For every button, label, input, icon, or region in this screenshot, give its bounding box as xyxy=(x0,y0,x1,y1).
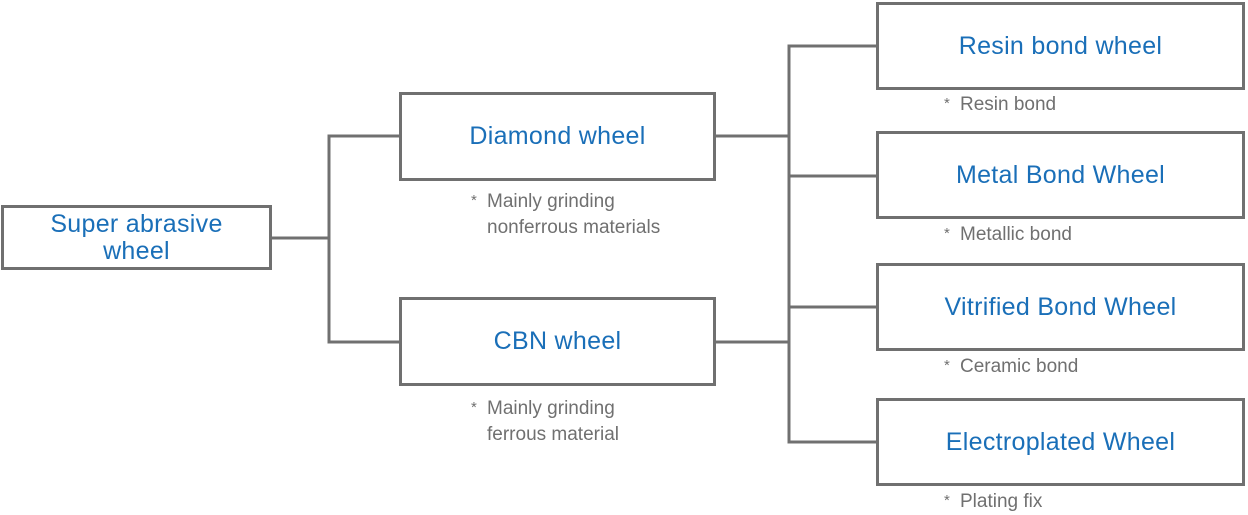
node-metal-bond-wheel: Metal Bond Wheel xyxy=(876,131,1245,219)
note-line2: nonferrous materials xyxy=(487,217,661,238)
note-line2: ferrous material xyxy=(487,424,619,445)
note-text: Resin bond xyxy=(960,94,1057,115)
node-label: Electroplated Wheel xyxy=(945,427,1176,456)
node-cbn-wheel: CBN wheel xyxy=(399,297,716,386)
note-text: Metallic bond xyxy=(960,224,1072,245)
note-metal-bond-wheel: * Metallic bond xyxy=(944,221,1072,248)
node-label: Vitrified Bond Wheel xyxy=(944,292,1177,321)
node-label-line2: wheel xyxy=(103,236,170,265)
note-cbn-wheel: * Mainly grinding ferrous material xyxy=(471,395,619,448)
node-label-line1: Super abrasive xyxy=(50,209,223,238)
note-marker: * xyxy=(471,192,477,209)
node-vitrified-bond-wheel: Vitrified Bond Wheel xyxy=(876,263,1245,351)
note-line1: Mainly grinding xyxy=(487,398,615,419)
node-label: Metal Bond Wheel xyxy=(955,160,1166,189)
note-marker: * xyxy=(944,95,950,112)
node-electroplated-wheel: Electroplated Wheel xyxy=(876,398,1245,486)
node-super-abrasive-wheel: Super abrasive wheel xyxy=(1,205,272,270)
note-text: Ceramic bond xyxy=(960,356,1079,377)
note-marker: * xyxy=(944,225,950,242)
note-diamond-wheel: * Mainly grinding nonferrous materials xyxy=(471,188,660,241)
note-marker: * xyxy=(471,399,477,416)
node-resin-bond-wheel: Resin bond wheel xyxy=(876,2,1245,90)
node-label: Diamond wheel xyxy=(469,122,646,150)
note-resin-bond-wheel: * Resin bond xyxy=(944,91,1056,118)
note-line1: Mainly grinding xyxy=(487,191,615,212)
node-label: CBN wheel xyxy=(493,327,622,355)
note-marker: * xyxy=(944,357,950,374)
node-label: Resin bond wheel xyxy=(958,31,1163,60)
node-diamond-wheel: Diamond wheel xyxy=(399,92,716,181)
note-vitrified-bond-wheel: * Ceramic bond xyxy=(944,353,1078,380)
note-electroplated-wheel: * Plating fix xyxy=(944,488,1042,515)
note-marker: * xyxy=(944,492,950,509)
note-text: Plating fix xyxy=(960,491,1043,512)
